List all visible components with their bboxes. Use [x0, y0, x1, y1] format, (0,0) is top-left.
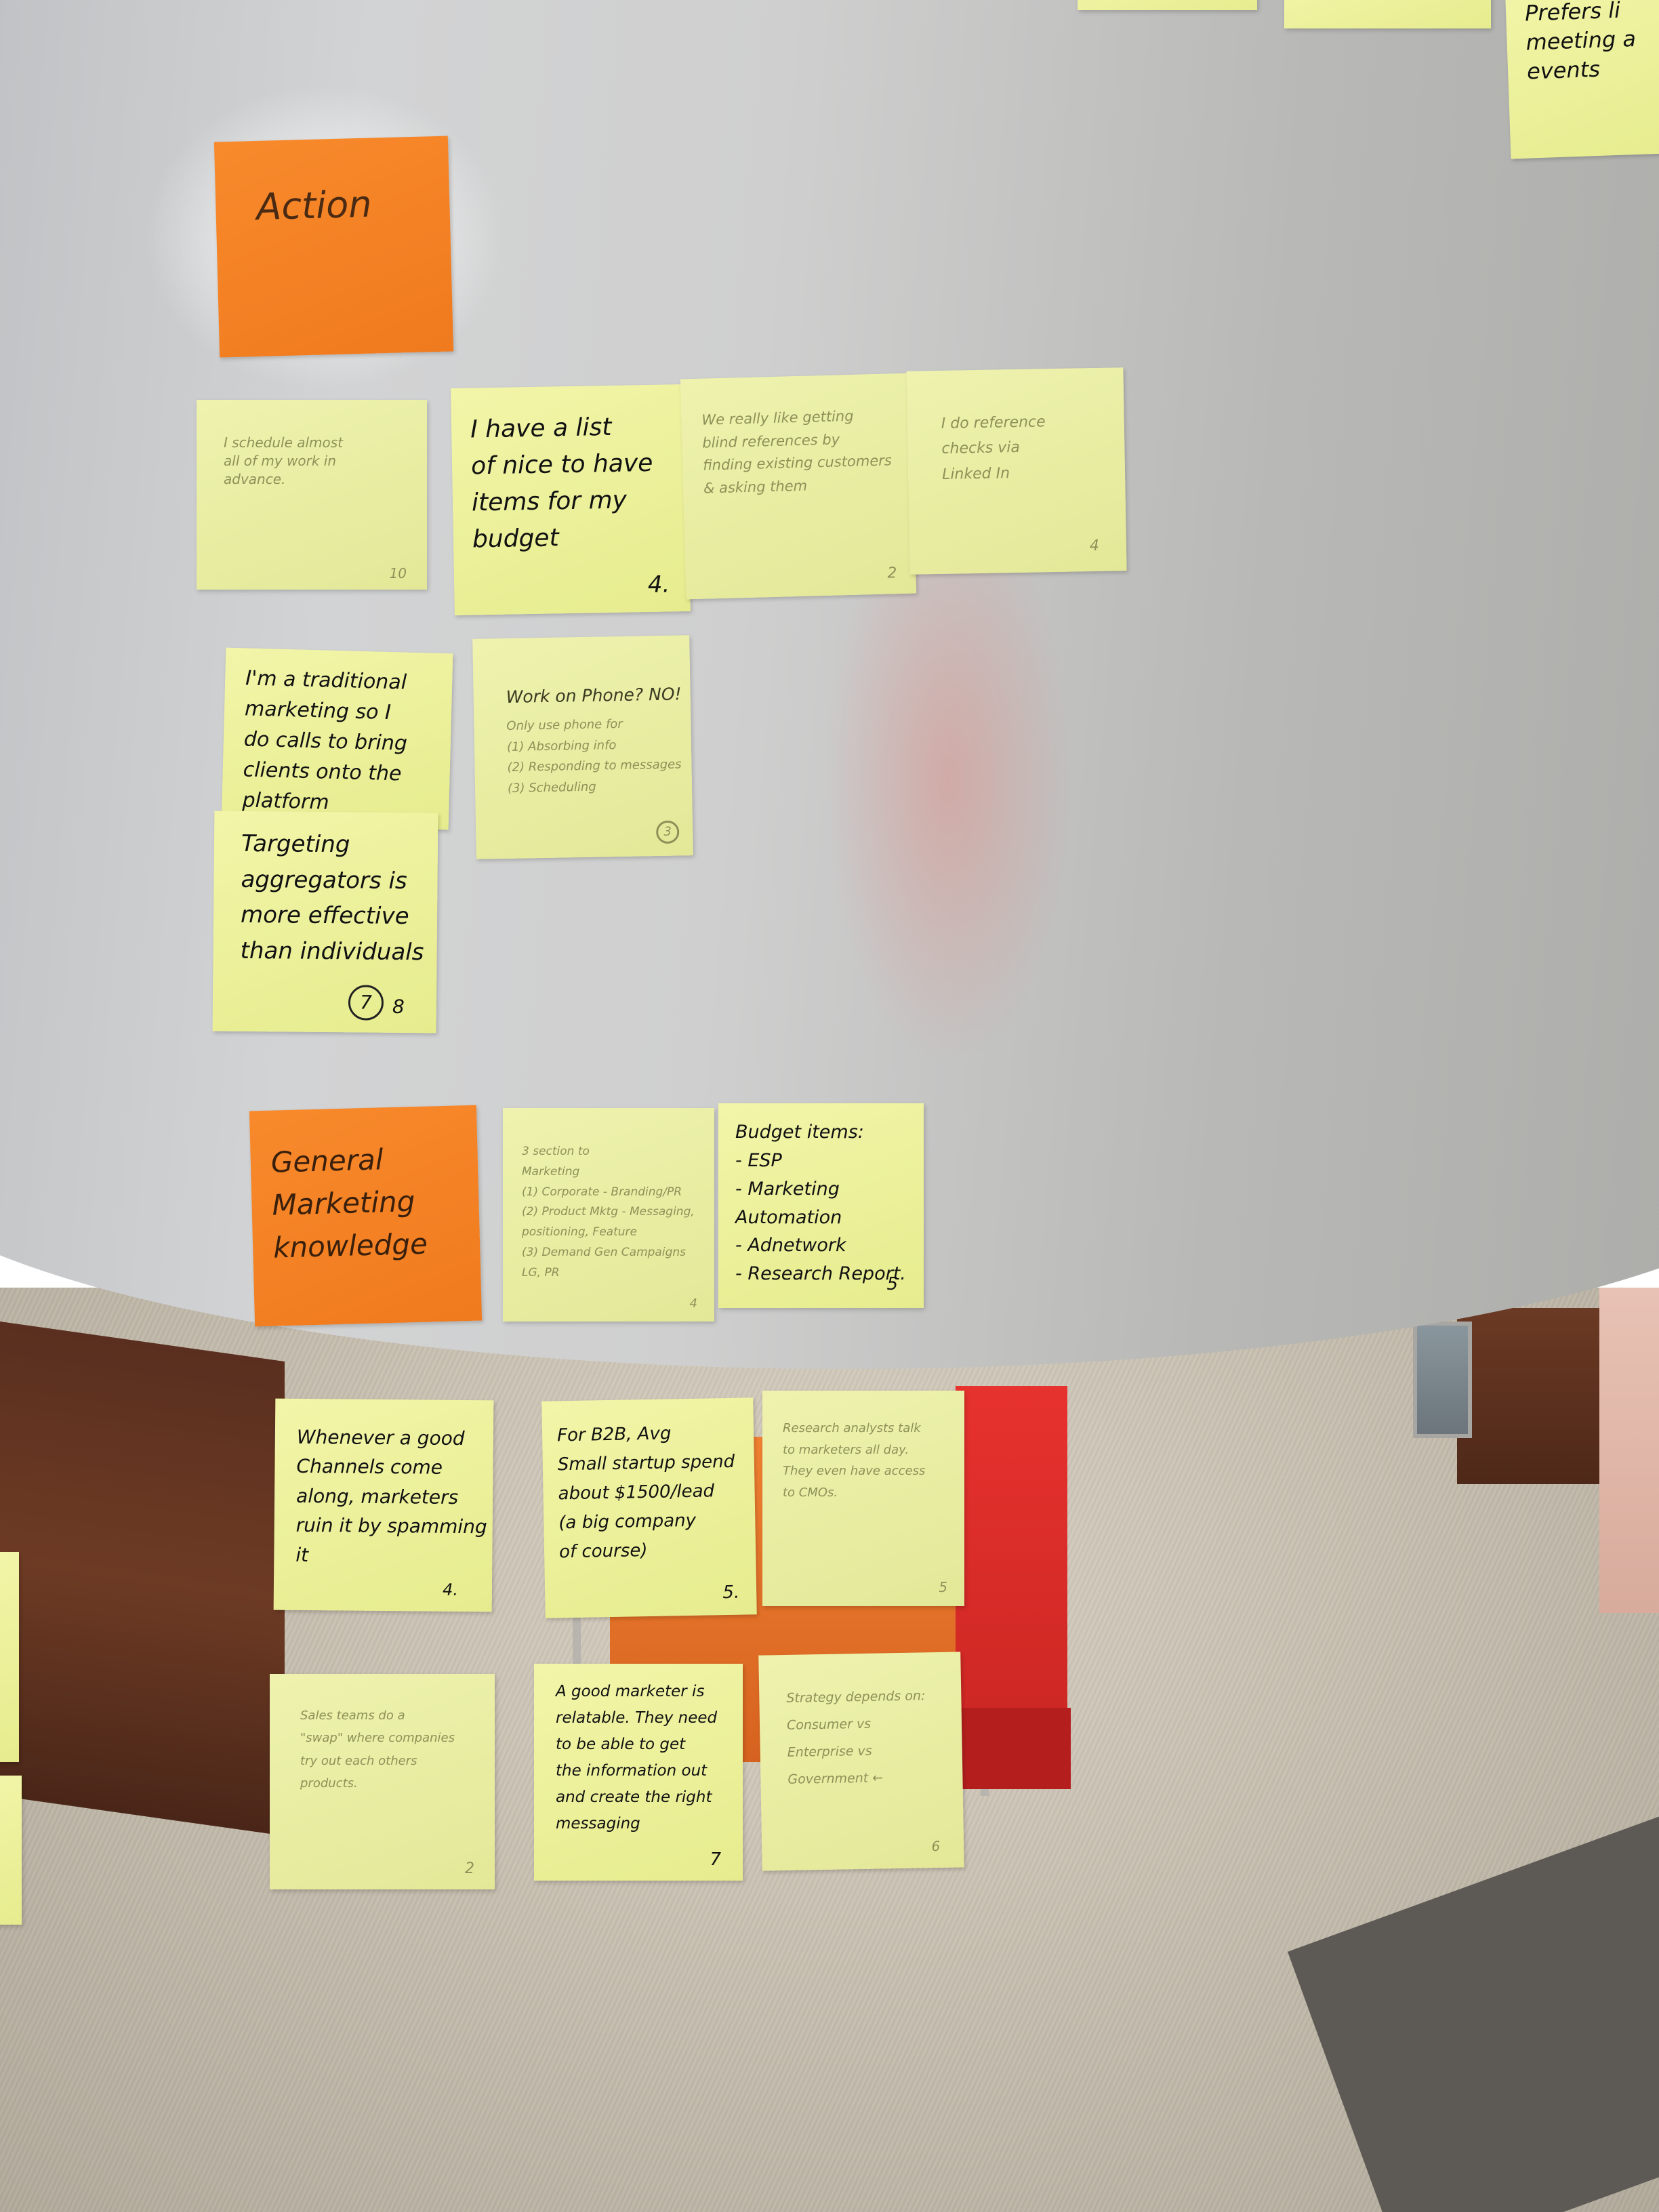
sticky-note-blind-references: We really like getting blind references … [680, 373, 917, 600]
note-text: I'm a traditional marketing so I do call… [242, 666, 408, 815]
sticky-note-sections: 3 section to Marketing (1) Corporate - B… [503, 1108, 714, 1322]
note-text: Prefers li meeting a events [1524, 0, 1637, 85]
note-number: 5. [722, 1582, 740, 1603]
note-number: 2 [465, 1860, 474, 1877]
pink-wall [1599, 1288, 1659, 1613]
sticky-note-reference-checks: I do reference checks via Linked In 4 [906, 367, 1127, 575]
note-number: 5 [886, 1274, 898, 1294]
sticky-note-research-analysts: Research analysts talk to marketers all … [762, 1391, 964, 1606]
general-marketing-header-note: General Marketing knowledge [249, 1105, 483, 1327]
sticky-note-work-on-phone: Work on Phone? NO! Only use phone for (1… [472, 635, 693, 859]
sticky-note-top-right: Prefers li meeting a events [1504, 0, 1659, 159]
note-text: A good marketer is relatable. They need … [556, 1683, 718, 1833]
wood-panel-left [0, 1322, 285, 1837]
sticky-note-swap: Sales teams do a "swap" where companies … [270, 1674, 495, 1889]
note-number: 4. [442, 1580, 459, 1599]
note-text: Budget items: - ESP - Marketing Automati… [735, 1122, 906, 1285]
note-text: Research analysts talk to marketers all … [783, 1421, 926, 1500]
sticky-note-good-marketer: A good marketer is relatable. They need … [534, 1664, 743, 1881]
header-text: Action [255, 182, 373, 228]
sticky-note-channels: Whenever a good Channels come along, mar… [273, 1398, 494, 1612]
action-header-note: Action [213, 136, 454, 358]
note-number: 2 [887, 565, 897, 582]
note-number: 5 [939, 1579, 947, 1595]
note-text: Strategy depends on: Consumer vs Enterpr… [786, 1688, 926, 1787]
note-text: Only use phone for (1) Absorbing info (2… [506, 716, 682, 796]
sticky-note-budget-list: I have a list of nice to have items for … [451, 384, 691, 616]
header-text: General Marketing knowledge [270, 1143, 428, 1265]
sticky-note-top-1 [1078, 0, 1257, 10]
sticky-note-schedule: I schedule almost all of my work in adva… [197, 400, 427, 590]
sticky-note-edge-left-1 [0, 1552, 19, 1762]
far-doorway [1413, 1322, 1472, 1438]
sticky-note-top-2 [1284, 0, 1491, 28]
sticky-note-targeting: Targeting aggregators is more effective … [212, 811, 438, 1033]
note-text: We really like getting blind references … [701, 407, 893, 497]
sticky-note-budget-items: Budget items: - ESP - Marketing Automati… [718, 1103, 924, 1308]
note-number: 4 [1089, 537, 1100, 555]
note-text: I have a list of nice to have items for … [470, 413, 653, 554]
sticky-note-edge-left-2 [0, 1776, 22, 1925]
note-text: 3 section to Marketing (1) Corporate - B… [522, 1145, 695, 1279]
note-side-number: 8 [392, 995, 405, 1019]
note-number-circled: 7 [348, 985, 384, 1021]
note-text: Whenever a good Channels come along, mar… [295, 1425, 487, 1566]
note-number: 4. [647, 571, 670, 599]
note-text: I do reference checks via Linked In [941, 413, 1046, 483]
note-text: I schedule almost all of my work in adva… [224, 434, 344, 487]
note-number: 10 [389, 565, 407, 581]
sticky-note-b2b: For B2B, Avg Small startup spend about $… [541, 1397, 757, 1618]
note-title: Work on Phone? NO! [506, 684, 682, 707]
wood-panel-right [1457, 1308, 1599, 1484]
note-number: 4 [689, 1296, 697, 1311]
note-text: Sales teams do a "swap" where companies … [300, 1708, 455, 1790]
note-text: Targeting aggregators is more effective … [240, 830, 424, 966]
note-number: 6 [931, 1837, 941, 1855]
note-number: 7 [710, 1849, 721, 1870]
red-base [949, 1708, 1071, 1789]
note-number-circled: 3 [655, 820, 680, 844]
note-text: For B2B, Avg Small startup spend about $… [556, 1423, 735, 1562]
sticky-note-traditional-marketing: I'm a traditional marketing so I do call… [221, 647, 453, 830]
sticky-note-strategy: Strategy depends on: Consumer vs Enterpr… [758, 1652, 964, 1871]
